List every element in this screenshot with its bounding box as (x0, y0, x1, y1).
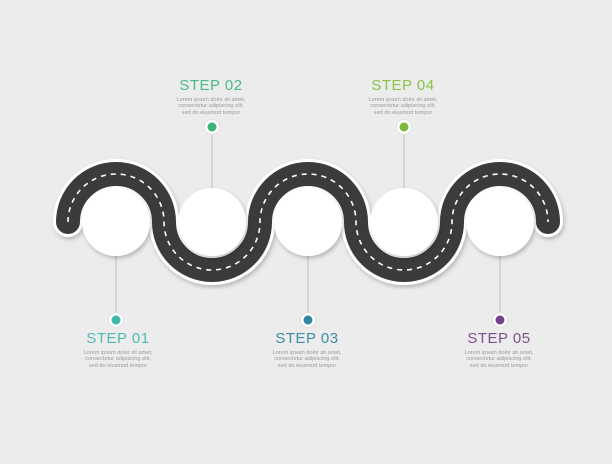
step-4-dot (399, 122, 409, 132)
step-1-block: STEP 01 Lorem ipsum dolor sit amet, cons… (58, 330, 178, 369)
step-2-text-line-2: consectetur adipiscing elit, (178, 103, 244, 110)
step-5-text-line-1: Lorem ipsum dolor sit amet, (464, 350, 534, 356)
step-2-title: STEP 02 (179, 77, 243, 94)
step-5-dot (495, 315, 505, 325)
step-3-text-line-1: Lorem ipsum dolor sit amet, (272, 350, 342, 356)
step-3-dot (303, 315, 313, 325)
step-2-text: Lorem ipsum dolor sit amet, consectetur … (151, 97, 271, 116)
step-4-text-line-2: consectetur adipiscing elit, (370, 103, 436, 110)
step-4-circle (370, 188, 438, 256)
step-2-circle (178, 188, 246, 256)
step-4-text: Lorem ipsum dolor sit amet, consectetur … (343, 97, 463, 116)
step-1-text-line-3: sed do eiusmod tempor (88, 362, 148, 369)
step-4-title: STEP 04 (371, 77, 435, 94)
road-center-dashes (67, 173, 549, 271)
step-5-text-line-3: sed do eiusmod tempor (469, 362, 529, 369)
step-circles (82, 188, 534, 256)
step-5-text: Lorem ipsum dolor sit amet, consectetur … (439, 350, 559, 369)
step-4-block: STEP 04 Lorem ipsum dolor sit amet, cons… (343, 77, 463, 116)
step-2-block: STEP 02 Lorem ipsum dolor sit amet, cons… (151, 77, 271, 116)
road (53, 159, 563, 285)
step-5-circle (466, 188, 534, 256)
step-1-title: STEP 01 (86, 330, 150, 347)
step-1-text-line-1: Lorem ipsum dolor sit amet, (83, 350, 153, 356)
step-1-text-line-2: consectetur adipiscing elit, (85, 356, 151, 363)
step-2-dot (207, 122, 217, 132)
step-5-text-line-2: consectetur adipiscing elit, (466, 356, 532, 363)
step-3-text-line-2: consectetur adipiscing elit, (274, 356, 340, 363)
step-4-text-line-3: sed do eiusmod tempor (373, 109, 433, 116)
step-2-text-line-1: Lorem ipsum dolor sit amet, (176, 97, 246, 103)
step-3-text: Lorem ipsum dolor sit amet, consectetur … (247, 350, 367, 369)
step-1-circle (82, 188, 150, 256)
step-3-title: STEP 03 (275, 330, 339, 347)
step-4-text-line-1: Lorem ipsum dolor sit amet, (368, 97, 438, 103)
step-1-text: Lorem ipsum dolor sit amet, consectetur … (58, 350, 178, 369)
step-2-text-line-3: sed do eiusmod tempor (181, 109, 241, 116)
step-3-block: STEP 03 Lorem ipsum dolor sit amet, cons… (247, 330, 367, 369)
step-1-dot (111, 315, 121, 325)
step-dots (108, 119, 508, 328)
step-3-text-line-3: sed do eiusmod tempor (277, 362, 337, 369)
step-5-block: STEP 05 Lorem ipsum dolor sit amet, cons… (439, 330, 559, 369)
step-5-title: STEP 05 (467, 330, 531, 347)
step-3-circle (274, 188, 342, 256)
